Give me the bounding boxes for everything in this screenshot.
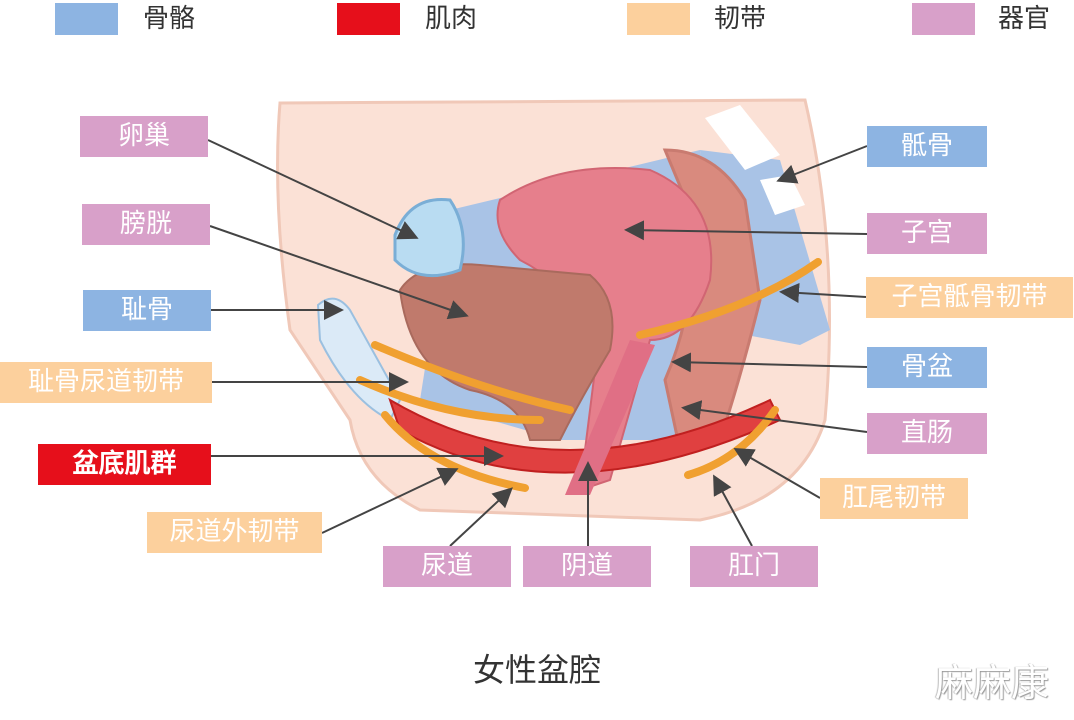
legend-swatch-muscle [337, 3, 400, 35]
label-anococcygeal-ligament: 肛尾韧带 [820, 478, 968, 519]
label-uterus: 子宫 [867, 213, 987, 254]
diagram-title: 女性盆腔 [472, 651, 601, 689]
label-pelvis: 骨盆 [867, 347, 987, 388]
vagina-shape [565, 340, 655, 495]
label-rectum: 直肠 [867, 413, 987, 454]
legend-swatch-bone [55, 3, 118, 35]
label-vagina: 阴道 [523, 546, 651, 587]
legend-swatch-organ [912, 3, 975, 35]
label-bladder: 膀胱 [82, 204, 210, 245]
label-pubis: 耻骨 [83, 290, 211, 331]
leader-lines [207, 139, 868, 547]
label-pelvic-floor-muscles: 盆底肌群 [38, 444, 211, 485]
ovary-shape [393, 197, 465, 278]
legend-label-muscle: 肌肉 [425, 4, 478, 34]
legend-label-organ: 器官 [998, 4, 1051, 34]
watermark: 麻麻康 [935, 661, 1050, 705]
label-pubourethral-ligament: 耻骨尿道韧带 [0, 362, 212, 403]
label-sacrum: 骶骨 [867, 126, 987, 167]
label-urethra: 尿道 [383, 546, 511, 587]
legend-swatch-ligament [627, 3, 690, 35]
label-uterosacral-ligament: 子宫骶骨韧带 [866, 277, 1073, 318]
label-external-urethral-ligament: 尿道外韧带 [147, 512, 322, 553]
label-ovary: 卵巢 [80, 116, 208, 157]
legend-label-ligament: 韧带 [714, 4, 767, 34]
label-anus: 肛门 [690, 546, 818, 587]
legend-label-bone: 骨骼 [143, 4, 196, 34]
